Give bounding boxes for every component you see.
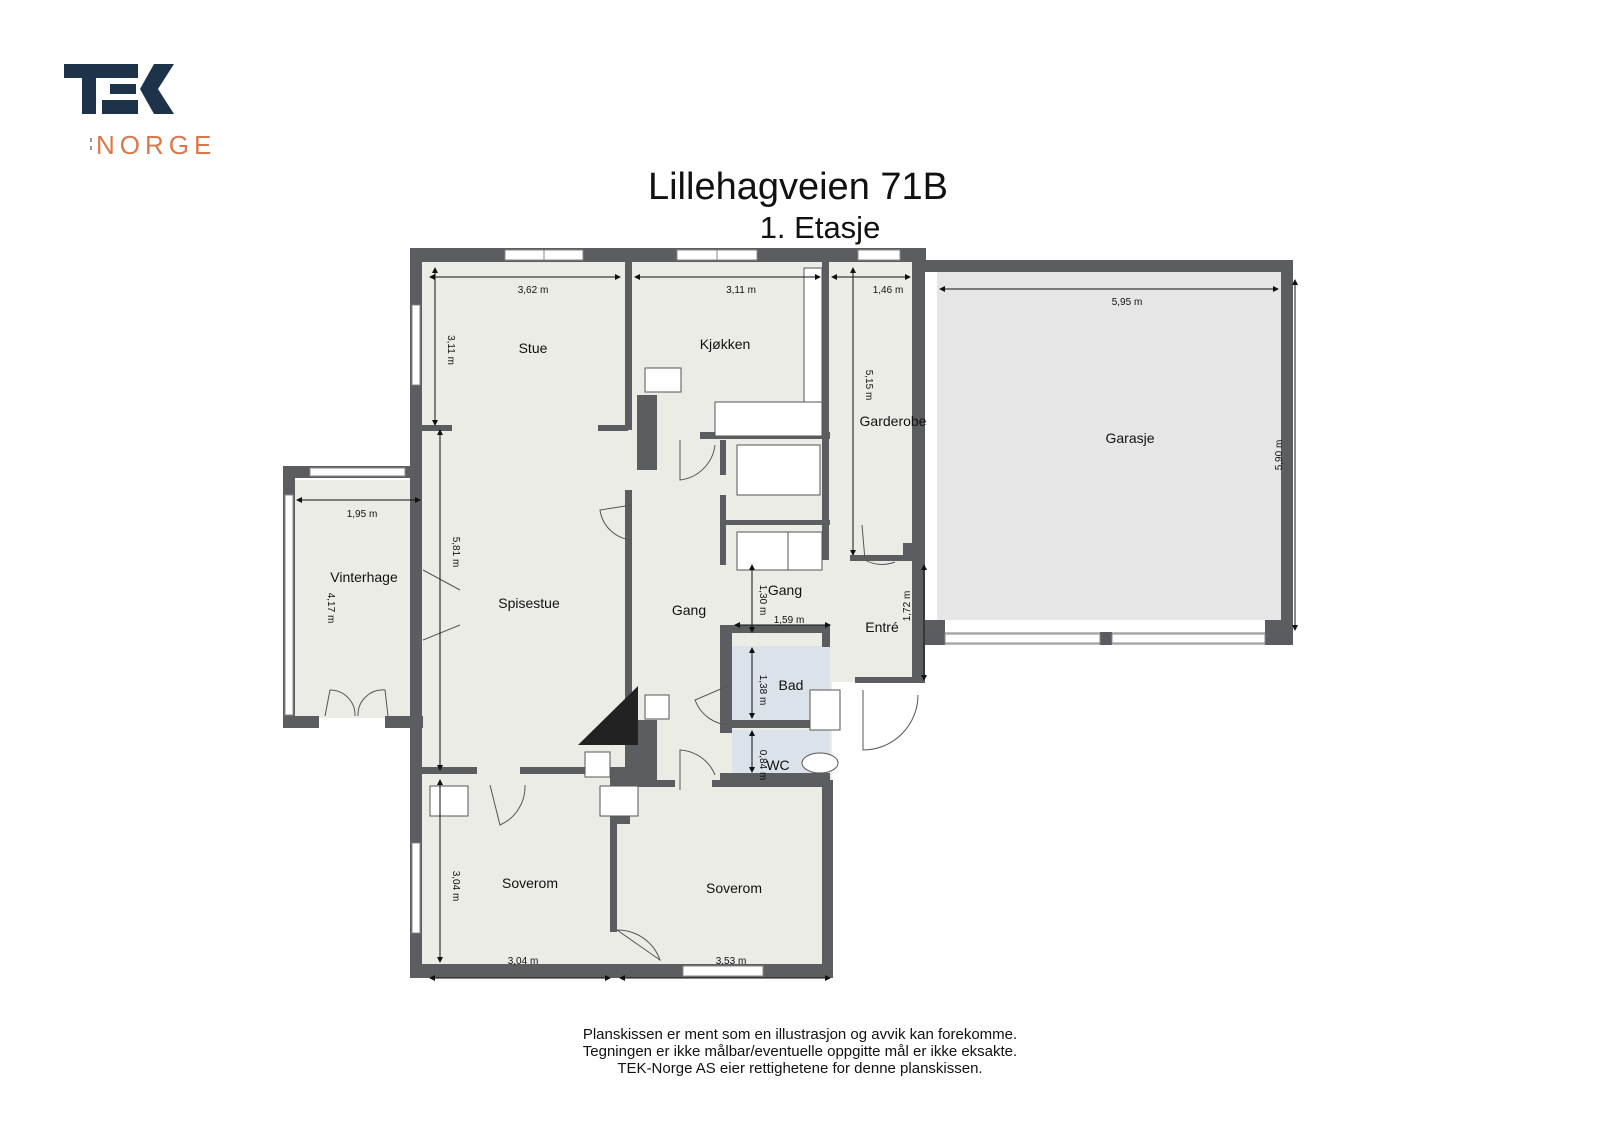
room-label-stue: Stue: [519, 340, 548, 356]
room-label-soverom-right: Soverom: [706, 880, 762, 896]
dim-stue-width: 3,62 m: [518, 285, 549, 296]
fireplace-icon: [578, 686, 638, 745]
room-label-entre: Entré: [865, 619, 899, 635]
dim-spisestue-depth: 5,81 m: [450, 537, 461, 568]
tek-norge-logo: NORGE: [62, 62, 222, 167]
dim-gang-width: 1,59 m: [774, 615, 805, 626]
dim-entre-depth: 1,72 m: [902, 591, 913, 622]
room-label-spisestue: Spisestue: [498, 595, 560, 611]
disclaimer-line: Tegningen er ikke målbar/eventuelle oppg…: [582, 1043, 1018, 1060]
dim-soverom-right-width: 3,53 m: [716, 956, 747, 967]
dim-garderobe-width: 1,46 m: [873, 285, 904, 296]
dim-stue-depth: 3,11 m: [445, 335, 456, 365]
room-label-gang-small: Gang: [768, 582, 802, 598]
fixtures: [429, 267, 841, 817]
room-label-garderobe: Garderobe: [860, 413, 927, 429]
dim-kjokken-width: 3,11 m: [726, 285, 756, 296]
address-title: Lillehagveien 71B: [647, 166, 948, 208]
disclaimer-line: TEK-Norge AS eier rettighetene for denne…: [617, 1060, 983, 1077]
floor-subtitle: 1. Etasje: [759, 210, 881, 245]
room-label-bad: Bad: [779, 677, 804, 693]
disclaimer-line: Planskissen er ment som en illustrasjon …: [582, 1026, 1018, 1043]
dim-garderobe-depth: 5,15 m: [863, 370, 874, 401]
dim-garasje-depth: 5,90 m: [1274, 440, 1285, 471]
dim-wc-depth: 0,84 m: [757, 750, 768, 781]
dim-vinterhage-width: 1,95 m: [347, 509, 378, 520]
room-label-kjokken: Kjøkken: [700, 336, 751, 352]
floors: [295, 262, 1281, 967]
dim-vinterhage-depth: 4,17 m: [325, 593, 336, 624]
room-label-gang: Gang: [672, 602, 706, 618]
room-label-wc: WC: [766, 757, 789, 773]
windows: [284, 249, 1266, 977]
dim-soverom-left-depth: 3,04 m: [450, 871, 461, 902]
room-label-garasje: Garasje: [1105, 430, 1154, 446]
dimension-lines: [296, 267, 1298, 981]
dim-gang-depth: 1,30 m: [757, 585, 768, 616]
doors: [324, 440, 919, 962]
dim-bad-depth: 1,38 m: [757, 675, 768, 706]
dim-garasje-width: 5,95 m: [1112, 297, 1143, 308]
room-label-vinterhage: Vinterhage: [330, 569, 398, 585]
svg-text:NORGE: NORGE: [96, 130, 216, 160]
room-label-soverom-left: Soverom: [502, 875, 558, 891]
dim-soverom-left-width: 3,04 m: [508, 956, 539, 967]
disclaimer: Planskissen er ment som en illustrasjon …: [0, 1026, 1600, 1077]
